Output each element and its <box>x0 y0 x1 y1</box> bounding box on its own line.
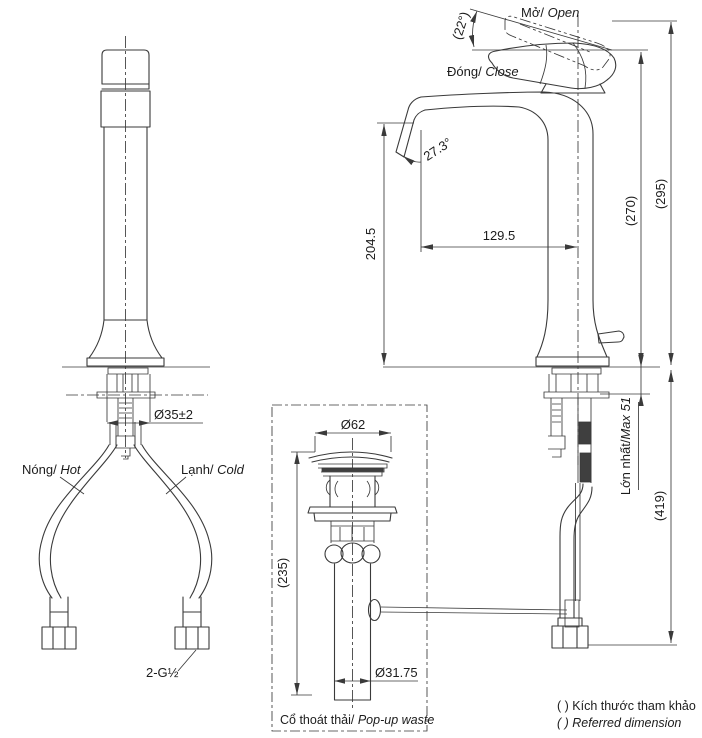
popup-flange <box>307 506 398 522</box>
angle-ray-open <box>469 8 613 51</box>
supply-hoses <box>38 422 213 650</box>
open-angle-label: (22°) <box>449 10 472 42</box>
hot-hose-outer <box>38 444 110 599</box>
handle-cap-rim <box>101 83 150 90</box>
shank-diameter-label: Ø35±2 <box>154 407 193 422</box>
handle-closed-outline <box>487 42 617 90</box>
cold-hose-outer <box>141 444 213 599</box>
popup-neck-bulges <box>325 479 380 498</box>
height-open-label: (295) <box>653 179 668 209</box>
dim-height-open: (295) <box>612 20 677 365</box>
cold-connector-tube <box>182 596 202 628</box>
dim-popup-top-diameter: Ø62 <box>314 417 392 452</box>
open-label: Mở/ Open <box>521 5 579 20</box>
side-base-flare <box>536 299 608 358</box>
popup-waste-detail: Ø62 (235) Ø31.75 Cổ thoát thải/ Pop-up w… <box>271 404 434 732</box>
popup-tail-tube <box>333 563 372 701</box>
note-vietnamese: ( ) Kích thước tham khảo <box>557 699 696 713</box>
dim-spout-height: 204.5 <box>363 122 414 365</box>
body-inner-contour <box>424 105 549 301</box>
handle-closed-facets <box>539 42 587 89</box>
popup-tail-diameter-label: Ø31.75 <box>375 665 418 680</box>
below-deck-label: (419) <box>652 491 667 521</box>
hot-hose-inner <box>49 444 118 599</box>
spout-angle-arc <box>402 155 422 166</box>
side-stud <box>548 398 566 458</box>
cold-label: Lạnh/ Cold <box>181 462 245 477</box>
handle-cap-lower <box>100 90 151 128</box>
dim-max-deck-thickness: Lớn nhất/Max 51 <box>600 355 650 495</box>
handle-neck <box>540 83 606 94</box>
spout-outlet <box>395 96 426 158</box>
popup-cap <box>308 451 393 463</box>
dim-popup-tail-diameter: Ø31.75 <box>334 665 418 684</box>
popup-cap-seal <box>321 467 384 472</box>
dim-spout-reach: 129.5 <box>420 130 577 252</box>
angle-arc <box>468 10 478 48</box>
dim-height-closed: (270) <box>623 52 644 365</box>
spout-angle-label: 27.3° <box>421 135 455 164</box>
hot-label: Nóng/ Hot <box>22 462 82 477</box>
linkage-rod <box>380 606 568 615</box>
note-english: ( ) Referred dimension <box>557 716 681 730</box>
side-base-flange <box>535 356 610 367</box>
threaded-stud <box>117 398 134 436</box>
popup-rod-knob <box>597 330 625 344</box>
hot-leader-line <box>59 476 85 495</box>
detail-box <box>271 404 428 732</box>
reference-notes: ( ) Kích thước tham khảo ( ) Referred di… <box>557 699 696 730</box>
popup-mid-section <box>330 521 375 543</box>
handle-open-outline <box>504 15 611 71</box>
mounting-washer <box>96 391 156 399</box>
popup-ball-right <box>361 544 381 564</box>
hot-connector-tube <box>49 596 69 628</box>
cold-leader-line <box>165 476 187 495</box>
dim-shank-diameter: Ø35±2 <box>107 407 203 426</box>
handle-cap-top <box>101 49 150 85</box>
cold-connector-nut <box>174 626 210 650</box>
lift-rod-lower <box>579 452 592 483</box>
spout-reach-label: 129.5 <box>483 228 516 243</box>
linkage-coupler <box>564 599 580 628</box>
popup-ball-left <box>324 544 344 564</box>
shank-bracket <box>107 367 149 375</box>
cold-hose-inner <box>133 444 202 599</box>
spout-height-label: 204.5 <box>363 228 378 261</box>
side-hose-left <box>559 483 584 619</box>
lift-rod-upper <box>578 421 592 445</box>
popup-ball-center <box>340 542 365 564</box>
side-hose-right <box>573 486 593 619</box>
popup-top-diameter-label: Ø62 <box>341 417 366 432</box>
base-flange <box>86 357 165 367</box>
popup-caption: Cổ thoát thải/ Pop-up waste <box>280 713 434 727</box>
dim-below-deck: (419) <box>588 370 677 646</box>
dim-popup-height: (235) <box>275 451 315 696</box>
front-view: Ø35±2 Nóng/ Hot Lạnh/ Cold 2-G½ <box>22 36 245 680</box>
max-deck-label: Lớn nhất/Max 51 <box>618 397 633 495</box>
side-shank <box>548 367 602 392</box>
close-label: Đóng/ Close <box>447 64 519 79</box>
thread-leader-line <box>177 649 197 672</box>
popup-neck <box>329 475 376 508</box>
popup-height-label: (235) <box>275 558 290 588</box>
thread-label: 2-G½ <box>146 665 179 680</box>
body-outer-contour <box>420 91 594 301</box>
side-washer <box>543 391 610 399</box>
side-view: (22°) Mở/ Open Đóng/ Close 27.3° <box>363 5 677 649</box>
linkage-knob <box>367 598 382 622</box>
handle-open-inner-line <box>519 23 591 53</box>
body-column <box>103 126 148 321</box>
height-closed-label: (270) <box>623 196 638 226</box>
base-flare <box>88 319 163 359</box>
side-hose-nut <box>551 617 589 649</box>
lift-rod <box>575 483 581 601</box>
hot-connector-nut <box>41 626 77 650</box>
